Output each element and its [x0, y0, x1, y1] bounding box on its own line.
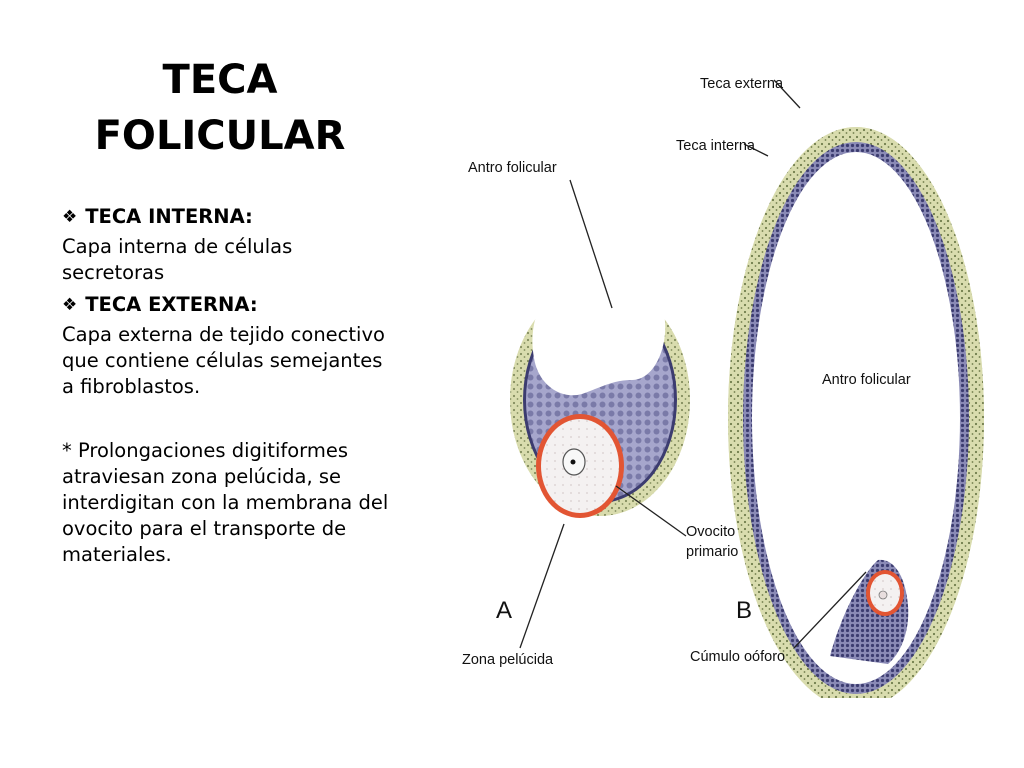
- antrum-a: [532, 278, 666, 396]
- label-antro-folicular-b: Antro folicular: [822, 372, 911, 388]
- label-ovocito-line1: Ovocito: [686, 524, 735, 540]
- leader-teca-interna: [743, 143, 769, 157]
- label-antro-folicular-a: Antro folicular: [468, 160, 557, 176]
- label-zona-pelucida: Zona pelúcida: [462, 652, 554, 668]
- leader-ovocito: [615, 485, 687, 537]
- label-teca-interna: Teca interna: [676, 138, 756, 154]
- leader-cumulo: [793, 571, 867, 649]
- follicle-diagram: Antro folicular Ovocito primario A Zona …: [462, 76, 984, 698]
- label-cumulo-ooforo: Cúmulo oóforo: [690, 649, 785, 665]
- slide-body: ❖ TECA INTERNA: Capa interna de células …: [62, 204, 392, 574]
- bullet-heading: TECA INTERNA:: [85, 205, 253, 228]
- diamond-bullet-icon: ❖: [62, 207, 78, 227]
- leader-zona: [519, 523, 565, 649]
- label-teca-externa: Teca externa: [700, 76, 784, 92]
- follicle-b: [728, 127, 984, 698]
- nucleus-b: [878, 590, 888, 600]
- antrum-b: [752, 152, 960, 684]
- bullet-heading: TECA EXTERNA:: [85, 293, 258, 316]
- diamond-bullet-icon: ❖: [62, 295, 78, 315]
- leader-lines: [519, 79, 867, 649]
- bullet-teca-interna: ❖ TECA INTERNA:: [62, 204, 392, 230]
- label-letter-b: B: [736, 597, 752, 624]
- bullet-text: Capa interna de células secretoras: [62, 235, 293, 284]
- follicle-a: [510, 278, 690, 518]
- label-letter-a: A: [496, 597, 512, 624]
- leader-antro-a: [569, 179, 613, 309]
- label-ovocito-line2: primario: [686, 544, 738, 560]
- follicle-figure: Antro folicular Ovocito primario A Zona …: [400, 58, 1016, 698]
- bullet-teca-externa: ❖ TECA EXTERNA:: [62, 292, 392, 318]
- title-line-2: FOLICULAR: [94, 113, 346, 159]
- leader-teca-externa: [773, 79, 801, 109]
- note-text: * Prolongaciones digitiformes atraviesan…: [62, 439, 389, 566]
- nucleolus-a: [570, 459, 576, 465]
- slide-title: TECA FOLICULAR: [60, 52, 380, 164]
- title-line-1: TECA: [162, 57, 278, 103]
- bullet-text: Capa externa de tejido conectivo que con…: [62, 323, 385, 398]
